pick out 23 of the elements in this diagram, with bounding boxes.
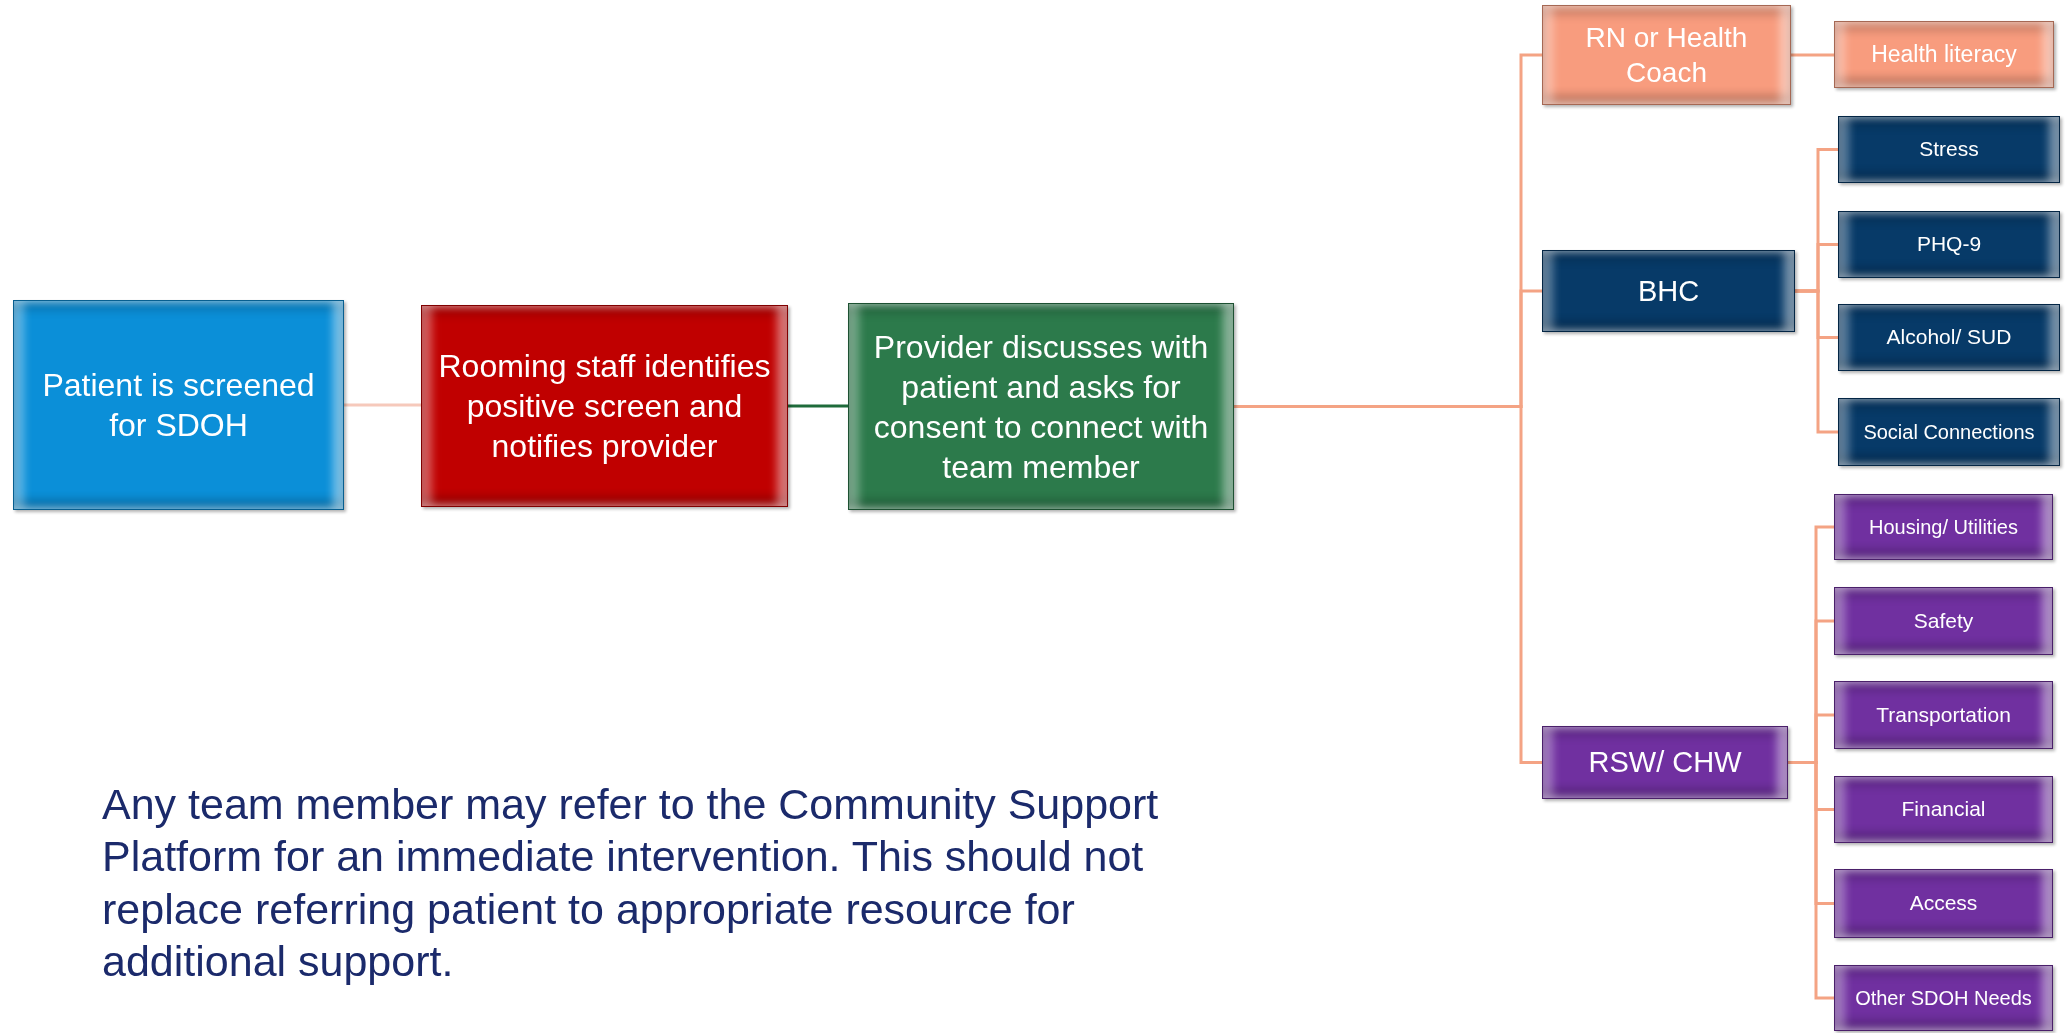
process-box: Access — [1834, 869, 2053, 938]
process-box: Provider discusses with patient and asks for consent to connect with team member — [848, 303, 1234, 510]
note-text: Any team member may refer to the Community Support Platform for an immediate intervention. This should not replace referring patient to appropriate resource for additional support. — [102, 779, 1160, 988]
process-box: Social Connections — [1838, 398, 2060, 466]
connector-line — [1791, 53, 1834, 57]
process-box: Rooming staff identifies positive screen and notifies provider — [421, 305, 788, 507]
process-box: Patient is screened for SDOH — [13, 300, 344, 510]
process-box: RN or Health Coach — [1542, 5, 1791, 105]
process-box: Safety — [1834, 587, 2053, 655]
process-box: PHQ-9 — [1838, 211, 2060, 278]
process-box: Housing/ Utilities — [1834, 494, 2053, 560]
process-box: RSW/ CHW — [1542, 726, 1788, 799]
process-box: Other SDOH Needs — [1834, 965, 2053, 1031]
connector-line — [1795, 289, 1838, 434]
process-box: Alcohol/ SUD — [1838, 304, 2060, 371]
connector-line — [788, 404, 848, 408]
process-box: BHC — [1542, 250, 1795, 332]
process-box: Health literacy — [1834, 21, 2054, 88]
process-box: Transportation — [1834, 681, 2053, 749]
process-box: Financial — [1834, 776, 2053, 843]
process-box: Stress — [1838, 116, 2060, 183]
connector-line — [1788, 761, 1834, 1000]
connector-line — [344, 403, 421, 407]
